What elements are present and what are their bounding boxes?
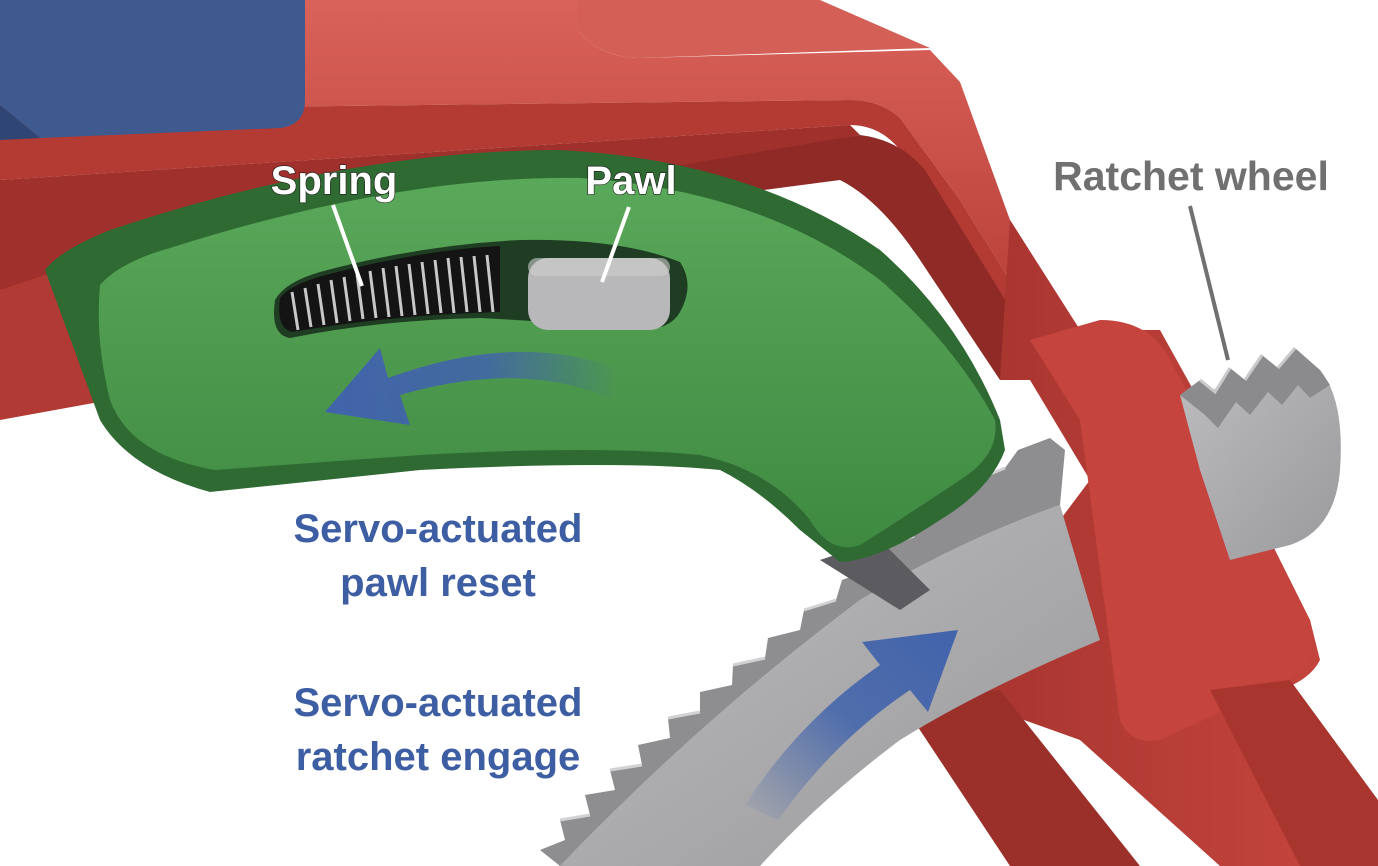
pawl-leader-line [600,206,631,283]
pawl-reset-label-line1: Servo-actuated [294,507,583,551]
pawl-label: Pawl [585,159,676,203]
spring-label: Spring [271,159,398,203]
pawl-reset-label-line2: pawl reset [340,561,536,605]
blue-block [0,0,305,140]
pawl-reset-arrow [325,348,620,425]
ratchet-engage-label-line1: Servo-actuated [294,681,583,725]
spring-leader-line [331,204,364,287]
ratchet-rack-lower [540,438,1100,866]
ratchet-wheel-leader-line [1188,205,1230,361]
spring-coils [290,254,495,331]
ratchet-engage-label-line2: ratchet engage [296,735,581,779]
ratchet-wheel-label: Ratchet wheel [1053,153,1329,199]
ratchet-engage-arrow [745,630,958,820]
ratchet-rack-upper [1180,347,1341,560]
